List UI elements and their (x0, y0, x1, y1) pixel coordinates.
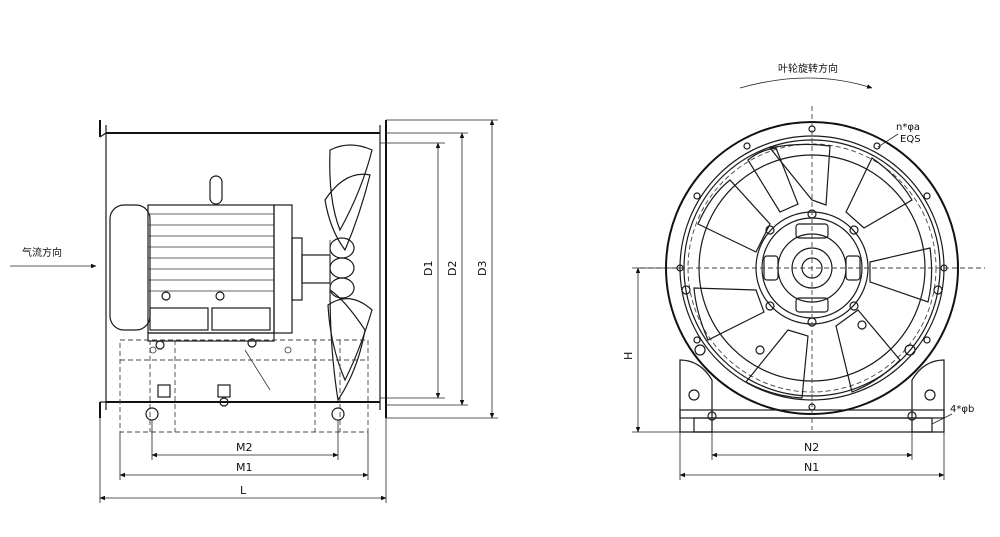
duct-casing (99, 120, 387, 418)
motor (109, 175, 331, 350)
side-view: 气流方向 D1 D2 D3 M2 (10, 119, 498, 503)
impeller-blades-front (693, 143, 933, 399)
dimension-bottom-side: M2 M1 L (99, 418, 387, 503)
base-frame-side (119, 339, 369, 433)
dim-h-label: H (622, 352, 635, 360)
rotation-label: 叶轮旋转方向 (778, 62, 838, 75)
airflow-label: 气流方向 (22, 246, 62, 259)
impeller-side (324, 144, 373, 402)
dimension-bottom-front: N2 N1 (679, 432, 945, 480)
front-view: 叶轮旋转方向 (622, 62, 985, 480)
rotation-indicator: 叶轮旋转方向 (739, 62, 873, 89)
bolt-label-2: EQS (900, 134, 921, 145)
dim-d1-label: D1 (422, 261, 435, 276)
dim-d3-label: D3 (476, 261, 489, 276)
dim-m2-label: M2 (236, 441, 253, 454)
foot-hole-label: 4*φb (950, 404, 974, 415)
airflow-indicator: 气流方向 (10, 246, 97, 269)
bolt-label-1: n*φa (896, 122, 920, 133)
dim-l-label: L (240, 484, 247, 497)
dim-m1-label: M1 (236, 461, 253, 474)
dimension-d: D1 D2 D3 (380, 119, 498, 419)
dim-d2-label: D2 (446, 261, 459, 276)
dimension-h: H (622, 267, 680, 433)
dim-n1-label: N1 (804, 461, 819, 474)
center-lines (640, 106, 985, 430)
motor-cooling-fins (148, 213, 274, 292)
dim-n2-label: N2 (804, 441, 819, 454)
